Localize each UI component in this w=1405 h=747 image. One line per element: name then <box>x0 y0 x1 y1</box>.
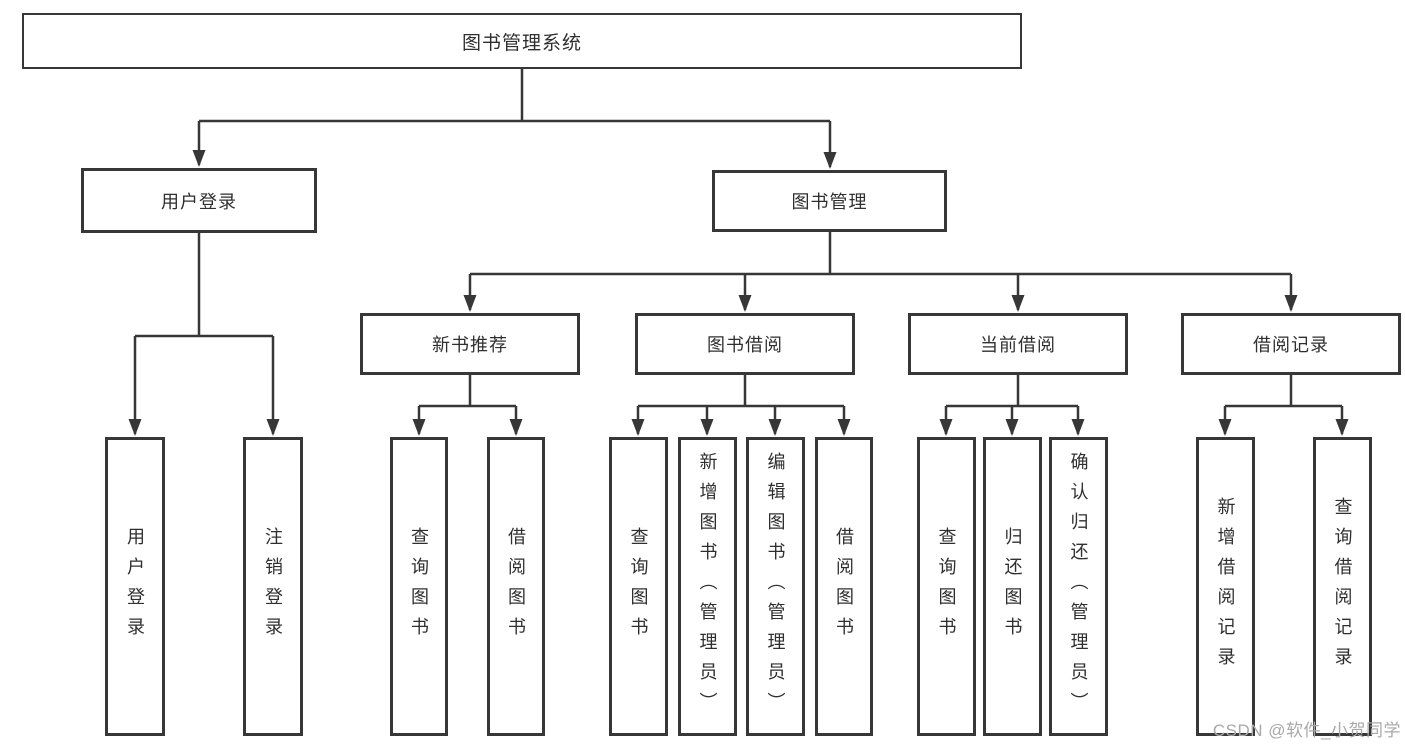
node-book-management-label: 图书管理 <box>791 192 868 212</box>
node-book-management: 图书管理 <box>712 170 947 232</box>
leaf-borrowing-borrow-books: 借阅图书 <box>815 437 873 736</box>
leaf-current-query-books-label: 查询图书 <box>936 526 957 647</box>
node-new-book-recommendation: 新书推荐 <box>360 313 580 375</box>
node-user-login: 用户登录 <box>81 168 317 233</box>
connector-user-login-rail <box>135 233 273 338</box>
leaf-borrowing-add-books-admin: 新增图书（管理员） <box>678 437 737 736</box>
leaf-newbook-borrow-books: 借阅图书 <box>487 437 545 736</box>
leaf-records-query-borrow-record-label: 查询借阅记录 <box>1332 496 1353 677</box>
connector-root-rail <box>199 69 830 123</box>
node-library-system-label: 图书管理系统 <box>461 32 582 54</box>
leaf-current-confirm-return-admin-label: 确认归还（管理员） <box>1068 451 1089 722</box>
leaf-logout-login: 注销登录 <box>243 437 303 736</box>
node-book-borrowing: 图书借阅 <box>635 313 855 375</box>
leaf-newbook-borrow-books-label: 借阅图书 <box>506 526 526 647</box>
node-current-borrowing: 当前借阅 <box>908 313 1128 375</box>
node-user-login-label: 用户登录 <box>161 191 237 212</box>
node-library-system: 图书管理系统 <box>22 13 1022 69</box>
connector-book-borrowing-rail <box>638 375 844 408</box>
connector-current-borrowing-rail <box>946 375 1078 408</box>
connector-book-management-rail <box>470 232 1291 276</box>
leaf-borrowing-add-books-admin-label: 新增图书（管理员） <box>697 451 718 722</box>
leaf-current-confirm-return-admin: 确认归还（管理员） <box>1049 437 1108 736</box>
leaf-records-query-borrow-record: 查询借阅记录 <box>1313 437 1372 736</box>
node-new-book-recommendation-label: 新书推荐 <box>432 335 508 355</box>
leaf-newbook-query-books: 查询图书 <box>390 437 448 736</box>
leaf-user-login-label: 用户登录 <box>125 526 145 647</box>
watermark-csdn: CSDN @软件_小贺同学 <box>1212 721 1401 740</box>
leaf-records-add-borrow-record-label: 新增借阅记录 <box>1215 496 1236 677</box>
connector-borrow-records-rail <box>1225 375 1342 408</box>
leaf-borrowing-edit-books-admin-label: 编辑图书（管理员） <box>765 451 786 722</box>
leaf-current-return-books-label: 归还图书 <box>1002 526 1023 647</box>
leaf-records-add-borrow-record: 新增借阅记录 <box>1196 437 1255 736</box>
leaf-current-query-books: 查询图书 <box>917 437 976 736</box>
leaf-borrowing-query-books: 查询图书 <box>609 437 668 736</box>
node-current-borrowing-label: 当前借阅 <box>980 335 1056 355</box>
leaf-borrowing-edit-books-admin: 编辑图书（管理员） <box>746 437 805 736</box>
node-book-borrowing-label: 图书借阅 <box>707 335 783 355</box>
leaf-newbook-query-books-label: 查询图书 <box>409 526 429 647</box>
node-borrow-records-label: 借阅记录 <box>1253 335 1329 355</box>
leaf-current-return-books: 归还图书 <box>983 437 1042 736</box>
leaf-user-login: 用户登录 <box>105 437 165 736</box>
leaf-borrowing-query-books-label: 查询图书 <box>628 526 649 647</box>
connector-new-book-rail <box>419 375 516 408</box>
node-borrow-records: 借阅记录 <box>1181 313 1401 375</box>
leaf-borrowing-borrow-books-label: 借阅图书 <box>834 526 854 647</box>
leaf-logout-login-label: 注销登录 <box>263 526 283 647</box>
